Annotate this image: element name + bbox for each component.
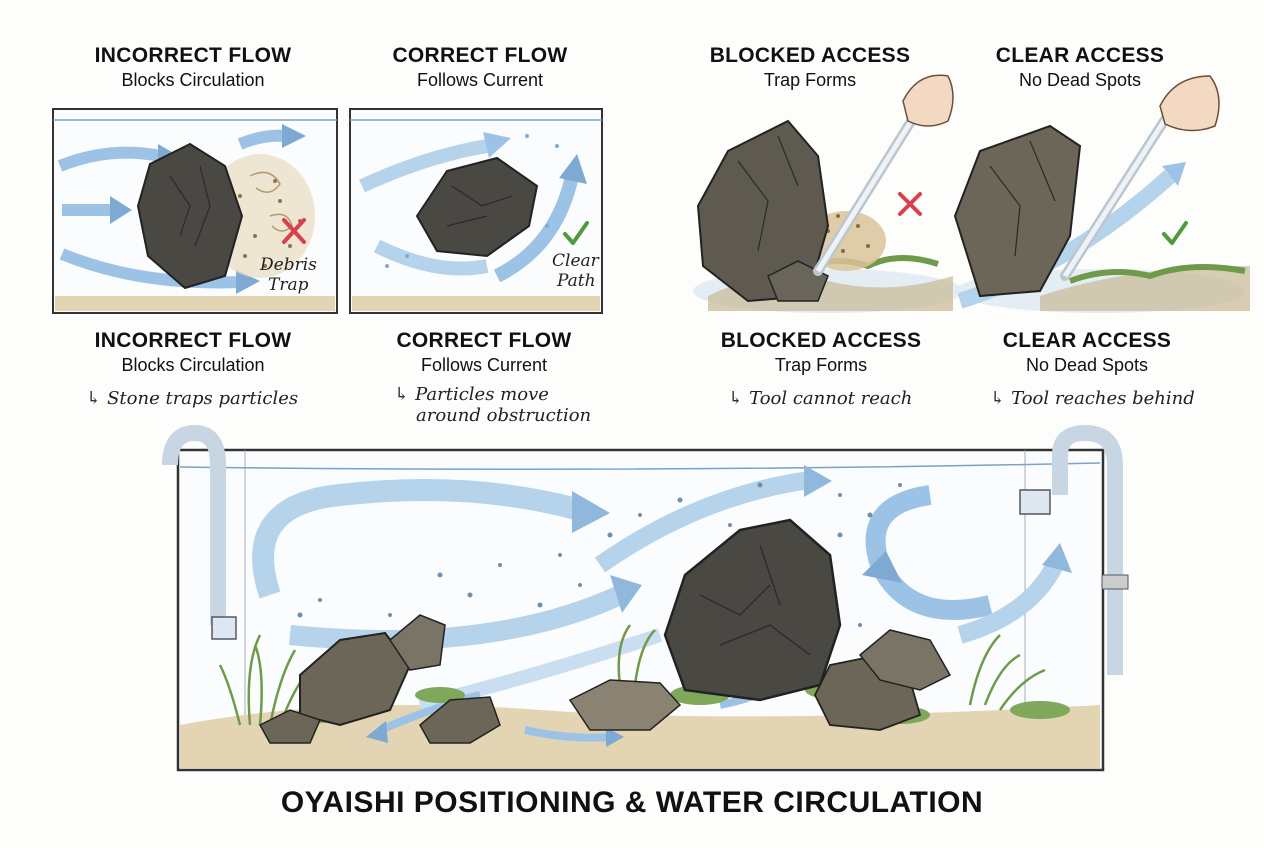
panel-3-caption: BLOCKED ACCESS Trap Forms <box>701 328 941 376</box>
panel-2-subtitle: Follows Current <box>416 70 544 90</box>
particles <box>297 482 902 627</box>
flow-arrow <box>378 691 481 734</box>
panel-1-caption: INCORRECT FLOW Blocks Circulation <box>73 328 313 376</box>
panel-2-title: CORRECT FLOW <box>392 44 568 67</box>
panel-1-caption-title: INCORRECT FLOW <box>94 329 292 352</box>
panel-2-header: CORRECT FLOW Follows Current <box>360 43 600 91</box>
panel-2-illustration: Clear Path <box>349 108 603 314</box>
panel-3-header: BLOCKED ACCESS Trap Forms <box>690 43 930 91</box>
panel-2-note: ↳Particles move around obstruction <box>394 384 592 426</box>
substrate <box>55 296 335 311</box>
green-check-icon <box>563 221 589 245</box>
hook-arrow-icon: ↳ <box>394 384 410 405</box>
panel-2-caption: CORRECT FLOW Follows Current <box>364 328 604 376</box>
panel-4-title: CLEAR ACCESS <box>995 44 1165 67</box>
stone <box>136 142 244 290</box>
green-check-icon <box>1162 221 1188 245</box>
hand-icon <box>902 74 954 127</box>
panel-3-note: ↳Tool cannot reach <box>728 388 913 409</box>
panel-4-note: ↳Tool reaches behind <box>990 388 1195 409</box>
flow-arrow <box>57 146 162 172</box>
panel-2-caption-subtitle: Follows Current <box>420 355 548 375</box>
plants <box>218 624 1046 726</box>
hook-arrow-icon: ↳ <box>990 388 1006 409</box>
panel-2-label-line1: Clear <box>552 251 600 271</box>
panel-4-caption-title: CLEAR ACCESS <box>1002 329 1172 352</box>
panel-3-illustration <box>693 74 963 313</box>
panel-4-caption: CLEAR ACCESS No Dead Spots <box>967 328 1207 376</box>
stone <box>389 614 446 671</box>
stone <box>419 696 501 744</box>
hand-icon <box>1159 75 1220 132</box>
panel-3-title: BLOCKED ACCESS <box>709 44 911 67</box>
panel-4-subtitle: No Dead Spots <box>1018 70 1142 90</box>
panel-1-note: ↳Stone traps particles <box>86 388 299 409</box>
stone <box>696 119 830 303</box>
flow-arrow <box>59 248 241 289</box>
panel-2-label-line2: Path <box>556 271 596 291</box>
panel-4-header: CLEAR ACCESS No Dead Spots <box>960 43 1200 91</box>
panel-1-title: INCORRECT FLOW <box>94 44 292 67</box>
panel-3-caption-subtitle: Trap Forms <box>774 355 868 375</box>
flow-arrow <box>373 239 489 276</box>
flow-arrow <box>252 479 583 599</box>
flow-arrow <box>237 129 286 150</box>
flow-arrow <box>594 471 812 573</box>
red-x-icon <box>898 192 922 216</box>
main-stone-oyaishi <box>663 518 842 702</box>
panel-1-illustration: Debris Trap <box>52 108 338 314</box>
panel-1-label-line2: Trap <box>268 275 309 295</box>
substrate <box>352 296 600 311</box>
panel-3-caption-title: BLOCKED ACCESS <box>720 329 922 352</box>
panel-3-subtitle: Trap Forms <box>763 70 857 90</box>
flow-arrow <box>359 139 489 193</box>
stone <box>858 629 952 691</box>
panel-1-caption-subtitle: Blocks Circulation <box>121 355 265 375</box>
main-title: OYAISHI POSITIONING & WATER CIRCULATION <box>280 786 984 819</box>
main-aquarium-illustration <box>162 424 1129 772</box>
flow-arrow <box>493 174 579 283</box>
panel-4-illustration <box>953 75 1250 313</box>
stone <box>415 156 539 258</box>
outflow-pipe <box>1052 424 1123 675</box>
flow-arrow <box>957 560 1064 644</box>
red-x-icon <box>282 218 306 244</box>
panel-1-subtitle: Blocks Circulation <box>121 70 265 90</box>
stone <box>258 709 322 744</box>
panel-2-caption-title: CORRECT FLOW <box>396 329 572 352</box>
panel-1-label-line1: Debris <box>259 255 317 275</box>
panel-4-caption-subtitle: No Dead Spots <box>1025 355 1149 375</box>
panel-1-header: INCORRECT FLOW Blocks Circulation <box>73 43 313 91</box>
flow-arrow <box>524 726 611 742</box>
stone <box>568 679 682 731</box>
hook-arrow-icon: ↳ <box>86 388 102 409</box>
inflow-pipe <box>162 424 226 625</box>
stone <box>953 124 1082 298</box>
plants <box>1068 264 1246 284</box>
hook-arrow-icon: ↳ <box>728 388 744 409</box>
